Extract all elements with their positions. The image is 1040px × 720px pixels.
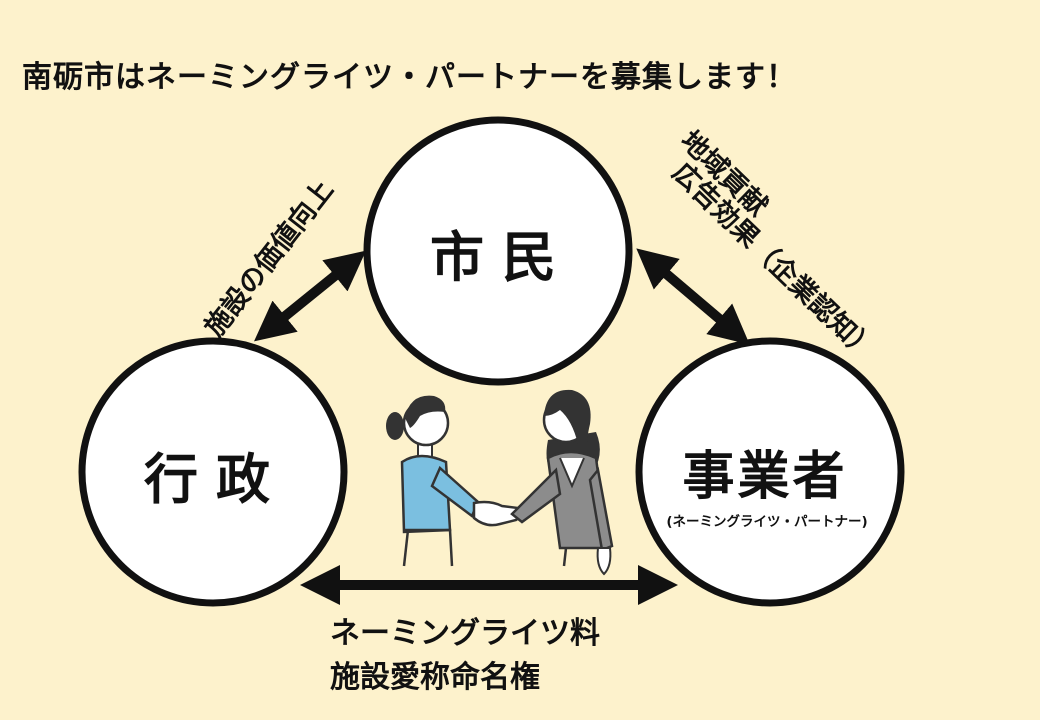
right-edge-label-line2: 広告効果（企業認知） — [666, 156, 882, 367]
business-label: 事業者 — [682, 447, 847, 507]
arrow-government-citizen — [254, 250, 366, 342]
right-person — [510, 389, 614, 576]
government-circle — [78, 337, 348, 607]
citizen-label: 市民 — [430, 226, 574, 289]
left-edge-label: 施設の価値向上 — [198, 174, 340, 343]
bottom-edge-label-line2: 施設愛称命名権 — [330, 660, 540, 695]
left-person — [386, 395, 480, 567]
arrow-citizen-business — [636, 248, 750, 345]
government-label: 行政 — [144, 448, 288, 511]
page-title: 南砺市はネーミングライツ・パートナーを募集します！ — [22, 60, 797, 95]
bottom-edge-label-line1: ネーミングライツ料 — [330, 616, 600, 651]
handshake-illustration — [386, 389, 614, 576]
business-circle — [635, 337, 905, 607]
citizen-circle — [363, 116, 633, 386]
business-sub-label: (ネーミングライツ・パートナー) — [666, 513, 867, 530]
